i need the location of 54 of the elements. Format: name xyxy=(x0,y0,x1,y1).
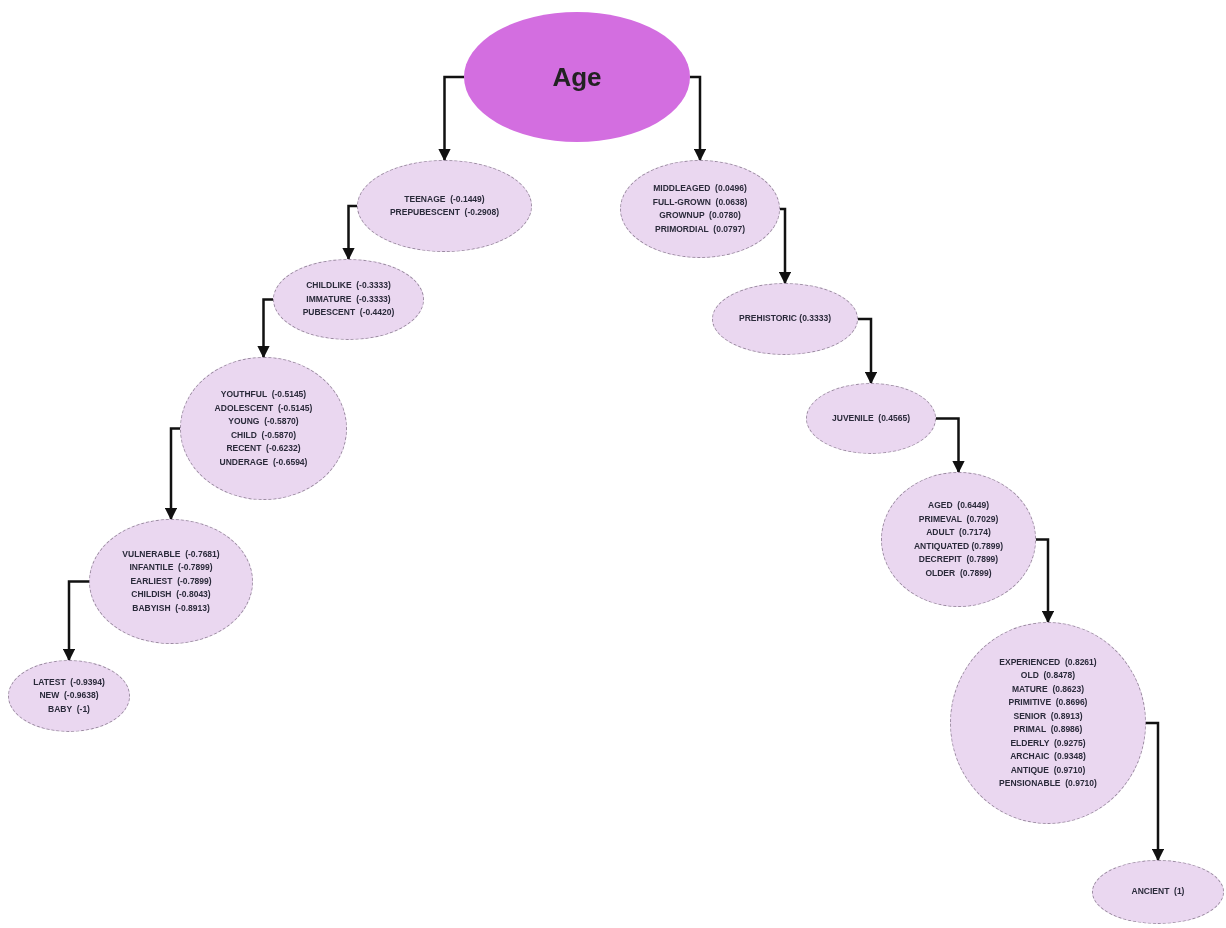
term-label: YOUNG (-0.5870) xyxy=(228,415,299,428)
arrow xyxy=(438,75,464,162)
term-label: OLD (0.8478) xyxy=(1020,669,1076,682)
arrow xyxy=(257,298,273,359)
term-label: JUVENILE (0.4565) xyxy=(832,411,910,425)
term-label: ANTIQUE (0.9710) xyxy=(1010,763,1086,777)
term-label: EXPERIENCED (0.8261) xyxy=(999,655,1097,669)
term-label: AGED (0.6449) xyxy=(928,499,989,512)
term-label: IMMATURE (-0.3333) xyxy=(306,292,391,306)
arrow xyxy=(778,207,792,285)
term-label: PRIMITIVE (0.8696) xyxy=(1008,696,1088,709)
term-label: DECREPIT (0.7899) xyxy=(918,553,999,566)
term-label: PREHISTORIC (0.3333) xyxy=(739,312,831,326)
term-label: TEENAGE (-0.1449) xyxy=(404,192,485,206)
arrow xyxy=(1036,538,1055,624)
term-label: NEW (-0.9638) xyxy=(39,689,99,703)
term-label: YOUTHFUL (-0.5145) xyxy=(220,388,307,401)
term-label: ANCIENT (1) xyxy=(1131,885,1185,899)
term-label: PREPUBESCENT (-0.2908) xyxy=(389,206,500,219)
arrow xyxy=(1146,721,1165,862)
term-label: ARCHAIC (0.9348) xyxy=(1010,750,1086,763)
term-label: CHILD (-0.5870) xyxy=(230,428,297,442)
term-label: BABYISH (-0.8913) xyxy=(132,601,210,615)
arrow xyxy=(858,317,878,385)
term-label: LATEST (-0.9394) xyxy=(33,675,105,689)
term-label: ADOLESCENT (-0.5145) xyxy=(214,401,313,415)
term-label: CHILDLIKE (-0.3333) xyxy=(306,279,391,293)
term-label: UNDERAGE (-0.6594) xyxy=(219,455,308,469)
term-label: PUBESCENT (-0.4420) xyxy=(302,306,395,320)
arrow xyxy=(342,204,357,261)
arrow xyxy=(62,580,89,662)
term-label: GROWNUP (0.0780) xyxy=(659,209,741,222)
root-label: Age xyxy=(552,60,602,94)
arrow xyxy=(690,75,707,162)
term-label: PRIMEVAL (0.7029) xyxy=(918,512,999,526)
term-label: PRIMORDIAL (0.0797) xyxy=(654,222,746,236)
arrow xyxy=(936,417,965,474)
term-label: PRIMAL (0.8986) xyxy=(1013,723,1083,736)
term-label: MIDDLEAGED (0.0496) xyxy=(653,182,747,195)
term-label: INFANTILE (-0.7899) xyxy=(129,561,213,575)
term-label: CHILDISH (-0.8043) xyxy=(131,588,211,602)
term-label: MATURE (0.8623) xyxy=(1011,682,1085,696)
term-label: EARLIEST (-0.7899) xyxy=(130,574,212,588)
term-label: SENIOR (0.8913) xyxy=(1013,709,1083,723)
term-label: ADULT (0.7174) xyxy=(926,526,991,539)
term-label: ELDERLY (0.9275) xyxy=(1010,736,1086,750)
term-label: OLDER (0.7899) xyxy=(925,566,992,580)
arrow xyxy=(164,427,180,521)
term-label: PENSIONABLE (0.9710) xyxy=(999,777,1097,790)
term-label: RECENT (-0.6232) xyxy=(226,442,301,455)
term-label: VULNERABLE (-0.7681) xyxy=(122,547,220,561)
term-label: ANTIQUATED (0.7899) xyxy=(913,539,1004,553)
term-label: BABY (-1) xyxy=(48,702,90,716)
term-label: FULL-GROWN (0.0638) xyxy=(652,195,748,209)
